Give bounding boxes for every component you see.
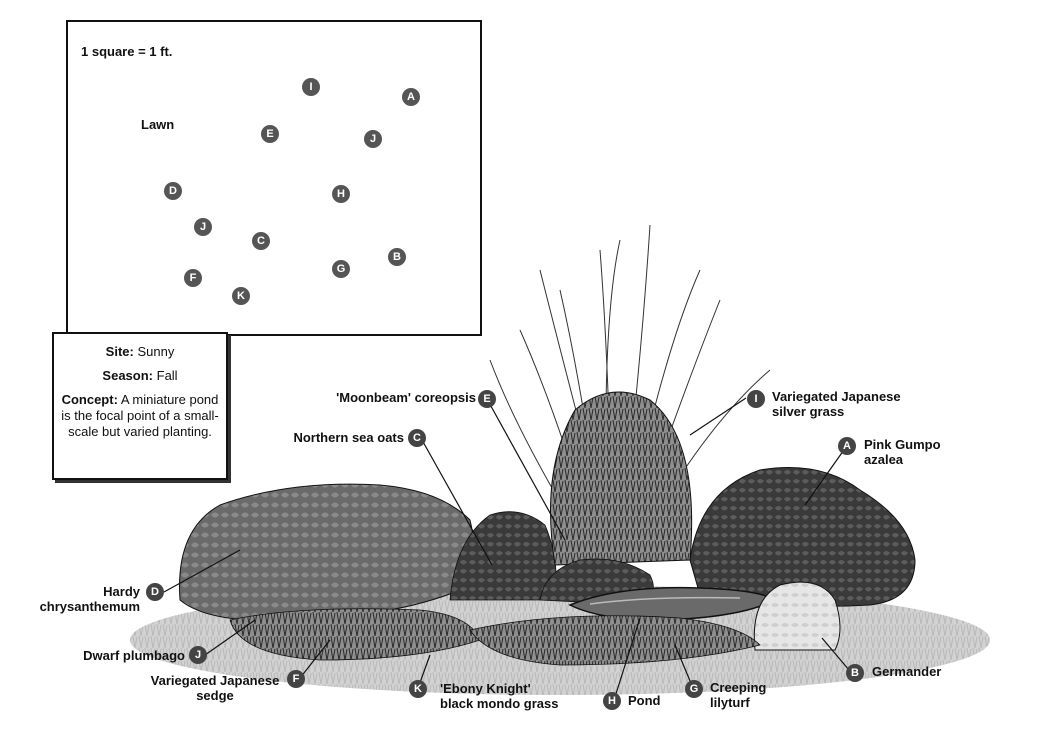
season-value: Fall xyxy=(156,368,178,383)
label-b: Germander xyxy=(872,664,942,679)
badge-j: J xyxy=(189,646,207,664)
plan-badge-j-top: J xyxy=(364,130,382,148)
label-c: Northern sea oats xyxy=(293,430,404,445)
plan-badge-i: I xyxy=(302,78,320,96)
label-i-line2: silver grass xyxy=(772,404,845,419)
label-f-line1: Variegated Japanese xyxy=(150,673,280,688)
badge-a: A xyxy=(838,437,856,455)
badge-h: H xyxy=(603,692,621,710)
label-d-line2: chrysanthemum xyxy=(39,599,140,614)
label-d: Hardy chrysanthemum xyxy=(30,584,140,614)
badge-k: K xyxy=(409,680,427,698)
site-plan: 1 square = 1 ft. Lawn I A E J D H J C B … xyxy=(66,20,482,336)
badge-g: G xyxy=(685,680,703,698)
concept-row: Concept: A miniature pond is the focal p… xyxy=(54,392,226,440)
plan-badge-f: F xyxy=(184,269,202,287)
label-e: 'Moonbeam' coreopsis xyxy=(336,390,476,405)
label-h: Pond xyxy=(628,693,661,708)
plan-badge-b: B xyxy=(388,248,406,266)
plan-badge-d: D xyxy=(164,182,182,200)
site-key: Site: xyxy=(105,344,134,359)
label-i: Variegated Japanese silver grass xyxy=(772,389,901,419)
plan-badge-e: E xyxy=(261,125,279,143)
site-value: Sunny xyxy=(137,344,175,359)
scale-label: 1 square = 1 ft. xyxy=(81,44,173,59)
lawn-label: Lawn xyxy=(141,117,175,132)
plan-badge-c: C xyxy=(252,232,270,250)
label-g-line2: lilyturf xyxy=(710,695,750,710)
badge-i: I xyxy=(747,390,765,408)
label-k-line1: 'Ebony Knight' xyxy=(440,681,531,696)
label-k-line2: black mondo grass xyxy=(440,696,559,711)
label-d-line1: Hardy xyxy=(103,584,140,599)
label-a-line1: Pink Gumpo xyxy=(864,437,941,452)
info-box: Site: Sunny Season: Fall Concept: A mini… xyxy=(52,332,228,480)
label-a: Pink Gumpo azalea xyxy=(864,437,941,467)
plan-badge-j: J xyxy=(194,218,212,236)
label-g: Creeping lilyturf xyxy=(710,680,766,710)
concept-key: Concept: xyxy=(61,392,118,407)
concept-value: A miniature pond is the focal point of a… xyxy=(61,392,219,439)
plan-badge-h: H xyxy=(332,185,350,203)
site-row: Site: Sunny xyxy=(54,344,226,360)
label-a-line2: azalea xyxy=(864,452,904,467)
label-f-line2: sedge xyxy=(196,688,234,703)
plan-badge-a: A xyxy=(402,88,420,106)
badge-d: D xyxy=(146,583,164,601)
plan-badge-k: K xyxy=(232,287,250,305)
planting-illustration xyxy=(130,224,990,695)
label-k: 'Ebony Knight' black mondo grass xyxy=(440,681,558,711)
badge-c: C xyxy=(408,429,426,447)
badge-f: F xyxy=(287,670,305,688)
label-f: Variegated Japanese sedge xyxy=(150,673,280,703)
season-key: Season: xyxy=(102,368,153,383)
badge-e: E xyxy=(478,390,496,408)
label-i-line1: Variegated Japanese xyxy=(772,389,901,404)
label-g-line1: Creeping xyxy=(710,680,767,695)
season-row: Season: Fall xyxy=(54,368,226,384)
label-j: Dwarf plumbago xyxy=(83,648,185,663)
badge-b: B xyxy=(846,664,864,682)
plan-badge-g: G xyxy=(332,260,350,278)
